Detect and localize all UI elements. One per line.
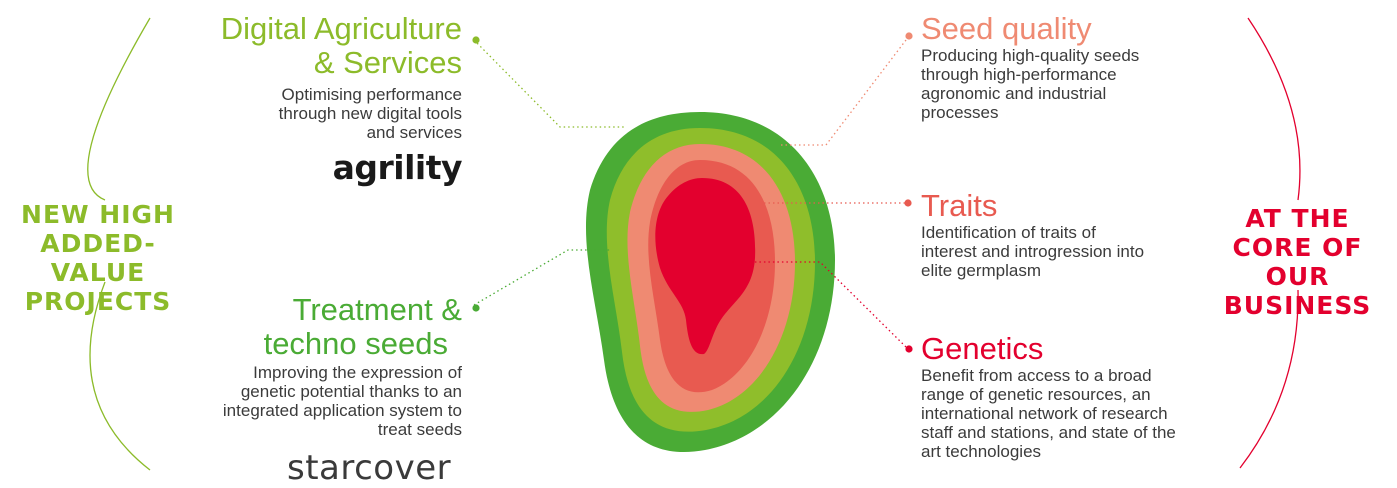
genetics-desc-line1: Benefit from access to a broad	[921, 366, 1152, 385]
digital-agriculture-title-line1: Digital Agriculture	[220, 11, 462, 46]
digital-agriculture-desc-line2: through new digital tools	[278, 104, 462, 123]
left-banner-line2: ADDED-VALUE	[40, 229, 156, 287]
genetics-title: Genetics	[921, 331, 1044, 366]
genetics-desc-line5: art technologies	[921, 442, 1042, 461]
genetics-desc: Benefit from access to a broad range of …	[921, 366, 1231, 461]
connector-treatment	[473, 249, 612, 306]
right-arc	[1247, 17, 1301, 201]
traits-desc-line2: interest and introgression into	[921, 242, 1145, 261]
traits-block: Traits Identification of traits of inter…	[921, 188, 1211, 281]
genetics-desc-line3: international network of research	[921, 404, 1168, 423]
traits-desc-line3: elite germplasm	[921, 261, 1041, 280]
treatment-desc-line2: genetic potential thanks to an	[240, 382, 462, 401]
treatment-desc-line1: Improving the expression of	[253, 363, 462, 382]
digital-agriculture-title: Digital Agriculture & Services	[150, 12, 462, 80]
treatment-title-line1: Treatment &	[292, 292, 462, 327]
seed-quality-desc-line2: through high-performance	[921, 65, 1117, 84]
seed-quality-desc-line3: agronomic and industrial	[921, 84, 1107, 103]
treatment-title-line2: techno seeds	[263, 326, 448, 361]
treatment-desc: Improving the expression of genetic pote…	[140, 363, 462, 439]
left-banner: NEW HIGH ADDED-VALUE PROJECTS	[0, 200, 196, 316]
genetics-desc-line4: staff and stations, and state of the	[921, 423, 1176, 442]
treatment-block: Treatment & techno seeds Improving the e…	[140, 293, 462, 440]
seed-quality-desc-line4: processes	[921, 103, 999, 122]
treatment-desc-line4: treat seeds	[377, 420, 462, 439]
bullet-seed-quality	[905, 32, 913, 40]
digital-agriculture-desc-line3: and services	[366, 123, 462, 142]
starcover-logo: starcover	[287, 448, 452, 488]
right-arc-lower	[1239, 289, 1299, 469]
digital-agriculture-desc-line1: Optimising performance	[281, 85, 462, 104]
bullet-genetics	[905, 345, 913, 353]
treatment-desc-line3: integrated application system to	[222, 401, 462, 420]
connector-digital	[473, 39, 625, 128]
genetics-desc-line2: range of genetic resources, an	[921, 385, 1151, 404]
digital-agriculture-title-line2: & Services	[313, 45, 462, 80]
traits-desc: Identification of traits of interest and…	[921, 223, 1211, 280]
right-banner: AT THE CORE OF OUR BUSINESS	[1198, 204, 1397, 320]
seed-core	[655, 178, 756, 355]
right-banner-line1: AT THE	[1245, 204, 1350, 233]
genetics-block: Genetics Benefit from access to a broad …	[921, 331, 1231, 462]
treatment-title: Treatment & techno seeds	[140, 293, 462, 361]
right-banner-line3: OUR BUSINESS	[1223, 262, 1372, 320]
seed-quality-block: Seed quality Producing high-quality seed…	[921, 11, 1201, 123]
digital-agriculture-desc: Optimising performance through new digit…	[150, 85, 462, 142]
agrility-logo: agrility	[332, 148, 463, 187]
bullet-traits	[904, 199, 912, 207]
left-banner-line1: NEW HIGH	[21, 200, 175, 229]
bullet-digital	[472, 36, 480, 44]
seed-quality-desc: Producing high-quality seeds through hig…	[921, 46, 1201, 122]
left-arc-lower	[89, 281, 151, 471]
right-banner-line2: CORE OF	[1232, 233, 1363, 262]
traits-desc-line1: Identification of traits of	[921, 223, 1096, 242]
left-arc	[87, 17, 151, 201]
left-banner-line3: PROJECTS	[24, 287, 172, 316]
seed-quality-title: Seed quality	[921, 11, 1092, 46]
connector-seed-quality	[780, 39, 907, 146]
digital-agriculture-block: Digital Agriculture & Services Optimisin…	[150, 12, 463, 188]
traits-title: Traits	[921, 188, 998, 223]
seed-quality-desc-line1: Producing high-quality seeds	[921, 46, 1140, 65]
bullet-treatment	[472, 304, 480, 312]
